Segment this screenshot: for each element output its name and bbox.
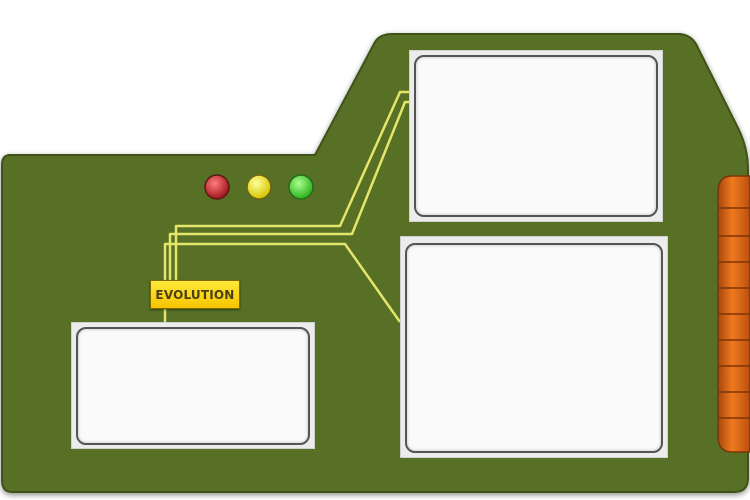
red-light <box>204 174 230 200</box>
left-screen-display <box>76 327 310 445</box>
yellow-light <box>246 174 272 200</box>
circuit-line <box>168 100 410 280</box>
side-grip <box>717 175 750 453</box>
top-screen-display <box>414 55 658 217</box>
circuit-line <box>174 90 410 280</box>
left-screen <box>71 322 315 449</box>
evolution-button[interactable]: EVOLUTION <box>150 280 240 309</box>
right-screen-display <box>405 243 663 453</box>
green-light <box>288 174 314 200</box>
right-screen <box>400 236 668 458</box>
top-screen <box>409 50 663 222</box>
indicator-lights <box>204 174 314 200</box>
